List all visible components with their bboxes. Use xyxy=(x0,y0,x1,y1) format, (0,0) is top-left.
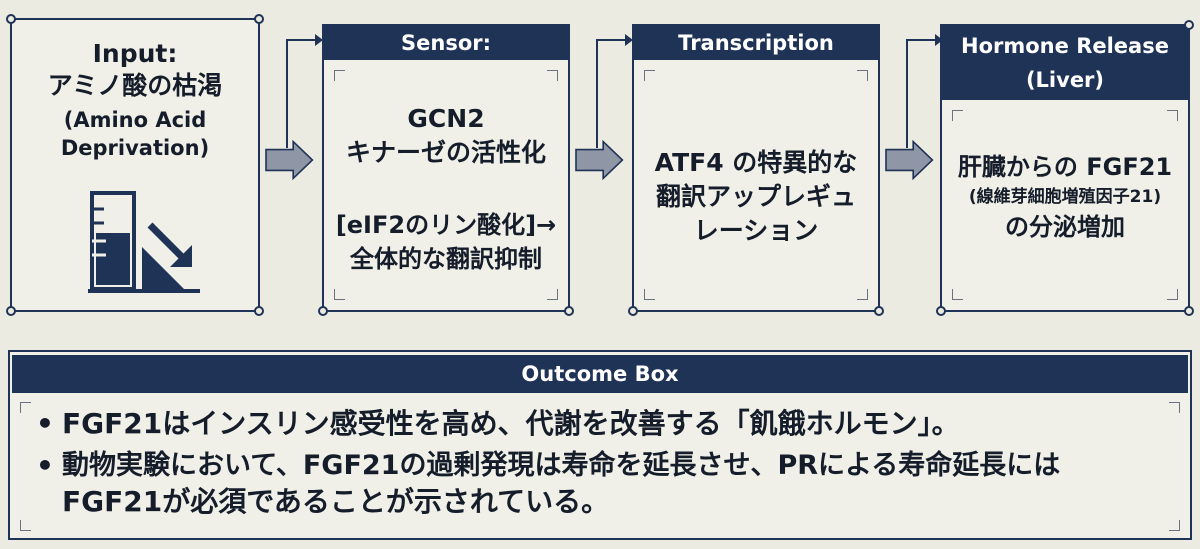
corner-dot xyxy=(1184,306,1194,316)
corner-dot xyxy=(254,14,264,24)
corner-bracket xyxy=(1167,110,1178,121)
corner-bracket xyxy=(1167,289,1178,300)
hormone-text: 肝臓からの FGF21 (線維芽細胞増殖因子21) の分泌増加 xyxy=(957,153,1173,241)
corner-bracket xyxy=(644,70,655,81)
corner-dot xyxy=(564,306,574,316)
corner-bracket xyxy=(20,402,31,413)
outcome-bullet-2-cont: FGF21が必須であることが示されている。 xyxy=(62,485,610,518)
corner-dot xyxy=(6,306,16,316)
transcription-box: Transcription ATF4 の特異的な 翻訳アップレギュ レーション xyxy=(628,24,884,316)
flow-arrow xyxy=(575,140,624,180)
sensor-detail: [eIF2のリン酸化]→ 全体的な翻訳抑制 xyxy=(335,211,557,273)
descending-level-chart-icon xyxy=(88,191,200,293)
corner-bracket xyxy=(547,70,558,81)
outcome-header: Outcome Box xyxy=(12,355,1188,393)
outcome-bullet-1: FGF21はインスリン感受性を高め、代謝を改善する「飢餓ホルモン」。 xyxy=(62,407,960,440)
transcription-text: ATF4 の特異的な 翻訳アップレギュ レーション xyxy=(654,148,858,245)
input-box: Input: アミノ酸の枯渇 (Amino Acid Deprivation) xyxy=(6,14,264,316)
corner-bracket xyxy=(334,289,345,300)
corner-bracket xyxy=(857,70,868,81)
corner-dot xyxy=(254,306,264,316)
bullet-marker: • xyxy=(36,449,54,482)
hormone-header: Hormone Release (Liver) xyxy=(942,26,1188,100)
corner-bracket xyxy=(547,289,558,300)
corner-dot xyxy=(874,306,884,316)
corner-bracket xyxy=(20,520,31,531)
corner-dot xyxy=(628,306,638,316)
corner-dot xyxy=(318,306,328,316)
connector-line xyxy=(286,34,323,148)
input-title: Input: アミノ酸の枯渇 xyxy=(47,39,223,100)
flow-arrow xyxy=(885,140,934,180)
outcome-bullet-2: 動物実験において、FGF21の過剰発現は寿命を延長させ、PRによる寿命延長には xyxy=(62,450,1061,481)
sensor-header: Sensor: xyxy=(324,26,568,60)
input-subtitle: (Amino Acid Deprivation) xyxy=(60,108,210,160)
corner-bracket xyxy=(334,70,345,81)
corner-dot xyxy=(6,14,16,24)
corner-bracket xyxy=(1169,520,1180,531)
bullet-marker: • xyxy=(36,407,54,440)
corner-dot xyxy=(936,306,946,316)
sensor-main: GCN2 キナーゼの活性化 xyxy=(345,104,546,167)
corner-bracket xyxy=(1169,402,1180,413)
corner-bracket xyxy=(952,289,963,300)
sensor-box: Sensor: GCN2 キナーゼの活性化 [eIF2のリン酸化]→ 全体的な翻… xyxy=(318,24,574,316)
connector-line xyxy=(906,34,943,148)
transcription-header: Transcription xyxy=(634,26,878,60)
flow-arrow xyxy=(265,140,314,180)
corner-bracket xyxy=(857,289,868,300)
connector-line xyxy=(596,34,633,148)
corner-dot xyxy=(1184,20,1194,30)
corner-bracket xyxy=(644,289,655,300)
corner-bracket xyxy=(952,110,963,121)
hormone-box: Hormone Release (Liver) 肝臓からの FGF21 (線維芽… xyxy=(936,20,1194,316)
